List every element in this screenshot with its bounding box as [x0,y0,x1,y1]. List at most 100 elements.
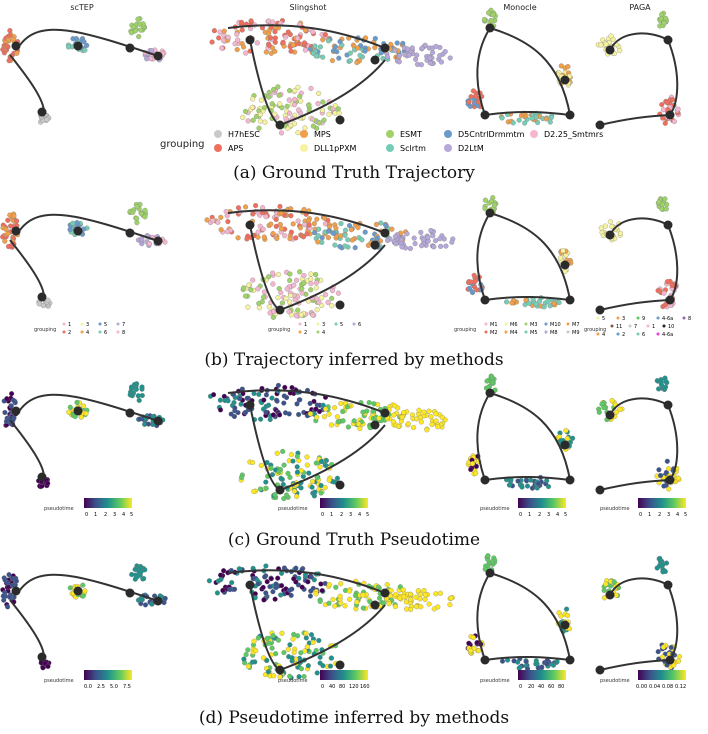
cell-point [287,31,293,38]
trajectory-node [480,110,490,120]
cell-point [316,120,322,126]
cell-point [393,241,399,247]
cell-point [291,576,297,582]
cell-point [129,571,135,578]
trajectory-node [125,408,135,418]
colorbar-tick: 0.12 [675,684,686,690]
trajectory-edge [476,392,491,481]
cell-point [326,582,332,588]
colorbar-tick: 3 [113,512,116,518]
cell-point [11,213,17,219]
cell-point [490,12,496,18]
cell-point [270,19,276,25]
cell-point [317,654,323,660]
cell-point [433,591,439,597]
legend-swatch [300,130,308,138]
colorbar-tick: 0 [321,512,324,518]
cell-point [317,598,323,604]
trajectory-node [595,485,605,495]
trajectory-node [595,120,605,130]
cell-point [287,88,293,94]
legend-label: M5 [530,330,538,336]
colorbar-tick: 1 [528,512,531,518]
cell-point [283,34,289,40]
legend-label: 9 [642,316,645,322]
cell-point [360,592,366,598]
cell-point [392,603,398,610]
cell-point [669,282,675,288]
cell-point [305,579,311,585]
legend-item-label: H7hESC [228,130,260,139]
legend-swatch [616,332,620,336]
colorbar-label: pseudotime [600,506,630,512]
cell-point [308,85,314,91]
cell-point [565,64,571,70]
cell-point [386,601,392,607]
cell-point [279,105,285,111]
cell-point [272,596,278,602]
cell-point [291,102,298,108]
cell-point [138,211,144,217]
cell-point [291,282,297,288]
cell-point [325,38,332,44]
cell-point [280,39,286,45]
trajectory-node [335,115,345,125]
cell-point [308,287,314,293]
legend-swatch [662,324,666,328]
trajectory-edge [227,569,386,594]
cell-point [239,474,245,481]
cell-point [244,395,250,401]
cell-point [388,41,394,47]
cell-point [286,97,292,103]
cell-point [315,101,321,107]
cell-point [541,304,547,310]
cell-point [413,604,420,610]
cell-point [8,403,14,409]
trajectory-node [245,580,255,590]
trajectory-edge [609,217,669,236]
legend-swatch [316,322,320,326]
cell-point [65,44,72,50]
cell-point [277,203,283,210]
cell-point [80,593,86,599]
cell-point [283,116,289,122]
cell-point [346,223,353,229]
colorbar-tick: 1 [648,512,651,518]
cell-point [288,229,294,235]
cell-point [318,581,324,587]
cell-point [4,396,10,402]
cell-point [486,10,492,16]
cell-point [287,277,293,283]
trajectory-node [37,472,47,482]
cell-point [73,36,79,42]
cell-point [283,295,289,301]
cell-point [442,49,448,55]
cell-point [5,580,11,586]
cell-point [319,588,325,594]
cell-point [470,88,476,94]
cell-point [556,299,562,306]
cell-point [280,448,286,454]
cell-point [234,31,240,37]
trajectory-node [37,292,47,302]
trajectory-node [485,23,495,33]
cell-point [250,277,256,283]
trajectory-edge [609,397,669,416]
colorbar-tick: 2 [658,512,661,518]
cell-point [347,596,353,602]
cell-point [488,18,495,24]
legend-swatch [214,130,222,138]
cell-point [250,211,256,217]
cell-point [308,632,315,638]
cell-point [617,230,624,236]
cell-point [269,395,275,401]
cell-point [373,221,379,227]
cell-point [314,414,320,420]
cell-point [318,490,324,496]
cell-point [225,34,231,40]
legend-swatch [62,330,66,334]
cell-point [314,475,320,481]
legend-label: 5 [104,322,107,328]
cell-point [308,281,314,287]
cell-point [347,50,353,56]
